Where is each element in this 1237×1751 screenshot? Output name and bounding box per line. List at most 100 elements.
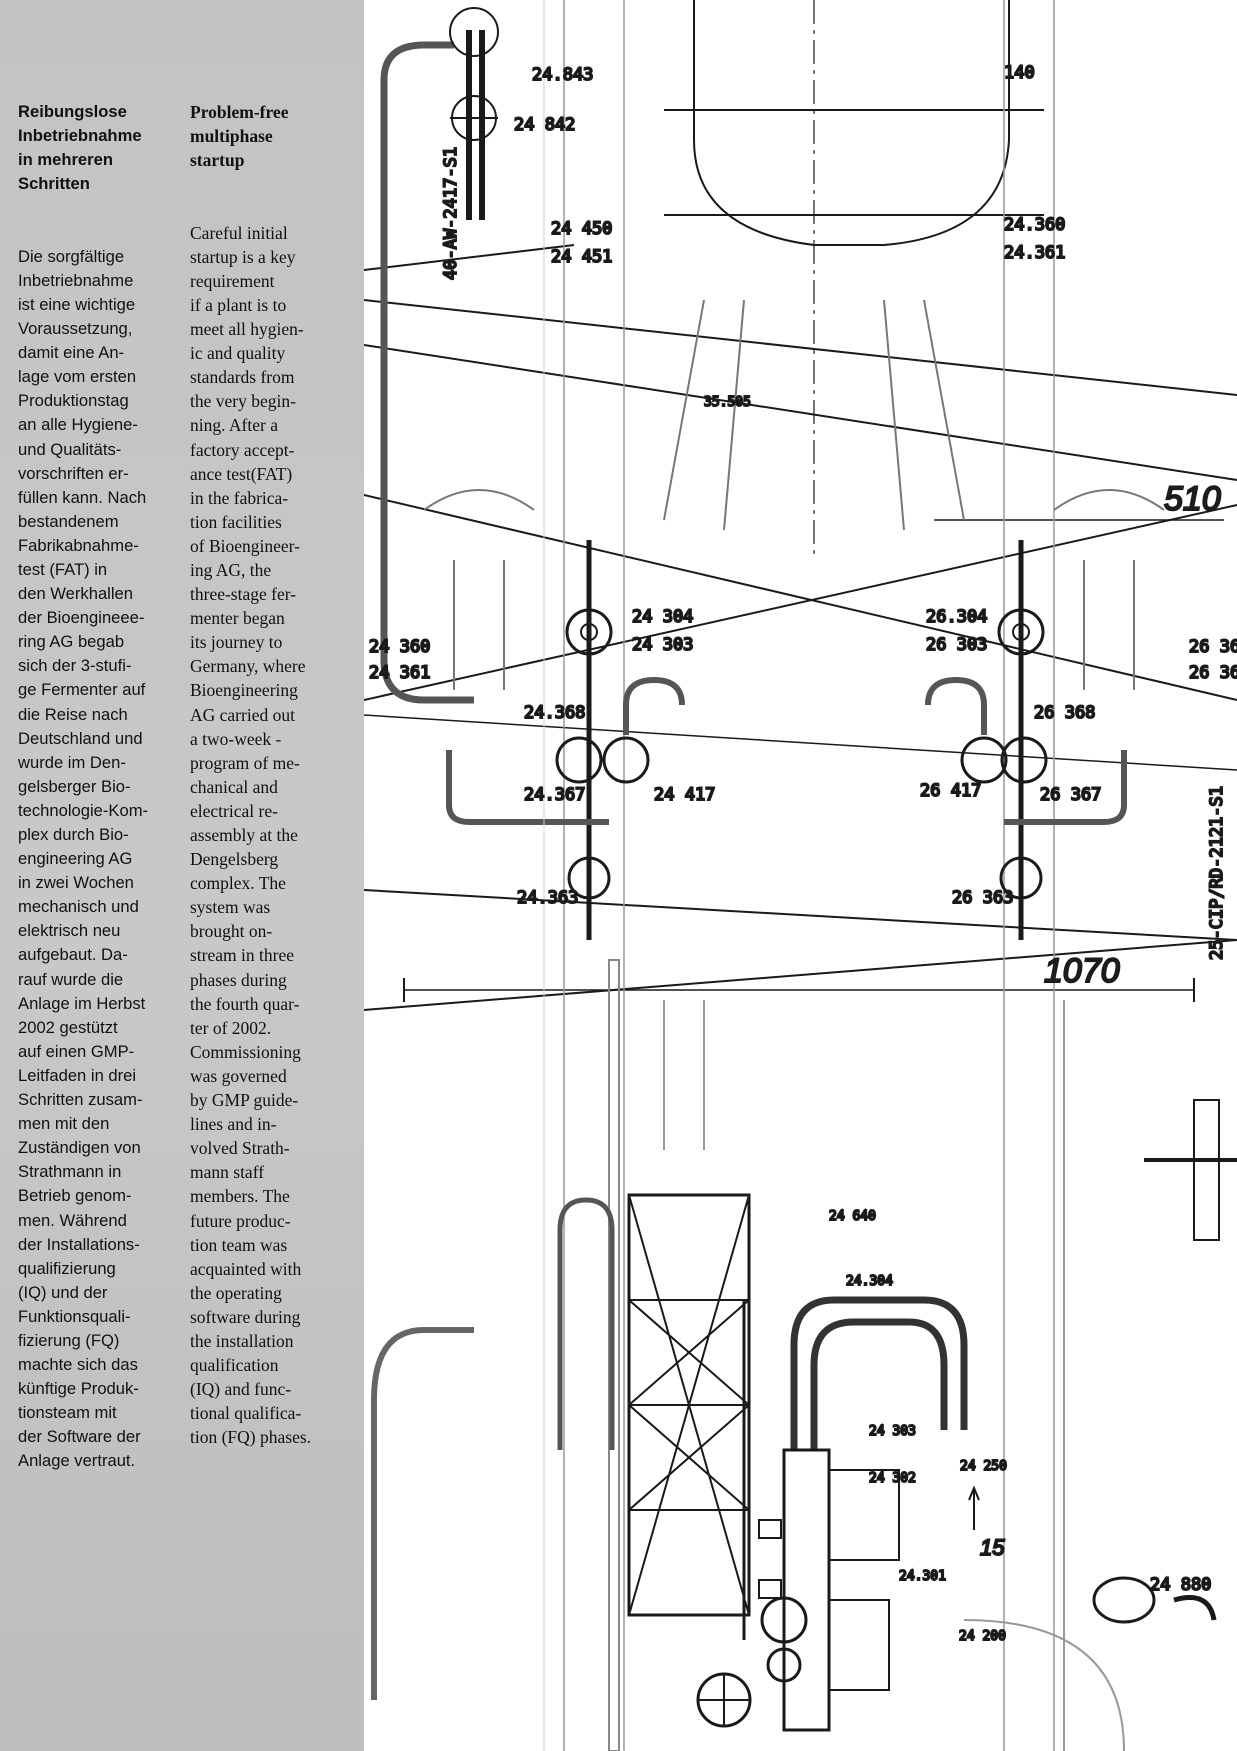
text-line: of Bioengineer- [190,535,300,556]
text-line: aufgebaut. Da- [18,945,128,965]
piping-diagram: 24.843 24 842 140 40-AW-2417-S1 24 450 2… [364,0,1237,1751]
text-line: its journey to [190,632,283,653]
text-line: menter began [190,608,285,629]
label-24640: 24 640 [829,1209,876,1224]
text-line: ring AG begab [18,632,125,652]
text-line: Careful initial [190,222,288,243]
text-line: Anlage im Herbst [18,993,146,1013]
german-heading-line: in mehreren [18,150,113,170]
text-line: der Bioengineee- [18,608,145,628]
text-line: three-stage fer- [190,584,297,605]
text-line: a two-week - [190,728,282,749]
label-line-cip: 25-CIP/RD-2121-S1 [1207,786,1227,960]
label-24250: 24 250 [960,1459,1007,1474]
text-line: complex. The [190,873,286,894]
label-24450: 24 450 [551,219,612,239]
label-26367: 26 367 [1040,785,1101,805]
label-24360: 24.360 [1004,215,1065,235]
text-line: ic and quality [190,343,286,364]
label-26368: 26 368 [1034,703,1095,723]
text-line: Germany, where [190,656,306,677]
label-24361-left: 24 361 [369,663,430,683]
label-24360-left: 24 360 [369,637,430,657]
english-heading-line: Problem-free [190,102,289,123]
german-heading-line: Reibungslose [18,102,127,122]
text-line: tion facilities [190,511,282,532]
label-26363: 26 363 [952,888,1013,908]
label-35505: 35.505 [704,395,751,410]
label-2636: 26 36 [1189,637,1237,657]
text-line: chanical and [190,776,278,797]
text-line: ter of 2002. [190,1017,272,1038]
label-24363: 24.363 [517,888,578,908]
text-line: members. The [190,1186,290,1207]
text-line: fizierung (FQ) [18,1330,120,1350]
text-line: ist eine wichtige [18,294,136,314]
dimension-15: 15 [980,1535,1005,1560]
text-line: electrical re- [190,800,278,821]
label-24361: 24.361 [1004,243,1065,263]
label-24367: 24.367 [524,785,585,805]
text-line: Betrieb genom- [18,1186,132,1206]
text-line: stream in three [190,945,294,966]
label-26304: 26.304 [926,607,987,627]
text-line: AG carried out [190,704,295,725]
label-line-aw: 40-AW-2417-S1 [441,147,461,280]
text-line: lines and in- [190,1114,277,1135]
label-24304-lower: 24.304 [846,1274,893,1289]
english-heading-line: startup [190,150,245,171]
text-line: Funktionsquali- [18,1306,131,1326]
label-24301: 24.301 [899,1569,946,1584]
text-line: tional qualifica- [190,1403,302,1424]
text-line: der Software der [18,1427,141,1447]
label-24842: 24 842 [514,115,575,135]
label-24304: 24 304 [632,607,693,627]
text-line: men mit den [18,1114,110,1134]
text-line: (IQ) and func- [190,1379,292,1400]
text-line: bestandenem [18,511,119,531]
text-line: volved Strath- [190,1138,290,1159]
text-line: wurde im Den- [18,752,126,772]
text-line: Fabrikabnahme- [18,535,139,555]
text-line: program of me- [190,752,300,773]
text-line: qualification [190,1355,279,1376]
text-line: Bioengineering [190,680,298,701]
label-24200: 24 200 [959,1629,1006,1644]
text-line: men. Während [18,1210,127,1230]
text-line: in zwei Wochen [18,873,134,893]
text-line: future produc- [190,1210,291,1231]
text-line: Dengelsberg [190,849,279,870]
text-line: system was [190,897,271,918]
text-line: the very begin- [190,391,296,412]
text-line: elektrisch neu [18,921,121,941]
text-line: qualifizierung [18,1258,116,1278]
text-line: requirement [190,270,275,291]
text-line: tionsteam mit [18,1403,117,1423]
text-line: Schritten zusam- [18,1090,143,1110]
text-line: Deutschland und [18,728,143,748]
text-line: auf einen GMP- [18,1041,135,1061]
text-line: Anlage vertraut. [18,1451,136,1471]
label-24303: 24 303 [632,635,693,655]
text-line: den Werkhallen [18,584,133,604]
label-24302: 24 302 [869,1471,916,1486]
dimension-510: 510 [1164,480,1221,518]
label-24303-lower: 24 303 [869,1424,916,1439]
text-line: Commissioning [190,1041,301,1062]
text-line: gelsberger Bio- [18,776,131,796]
text-line: acquainted with [190,1258,302,1279]
text-line: machte sich das [18,1355,138,1375]
text-line: vorschriften er- [18,463,129,483]
text-line: Strathmann in [18,1162,122,1182]
text-line: 2002 gestützt [18,1017,118,1037]
label-24451: 24 451 [551,247,612,267]
text-line: (IQ) und der [18,1282,108,1302]
text-line: the installation [190,1330,294,1351]
german-heading-line: Schritten [18,174,90,194]
